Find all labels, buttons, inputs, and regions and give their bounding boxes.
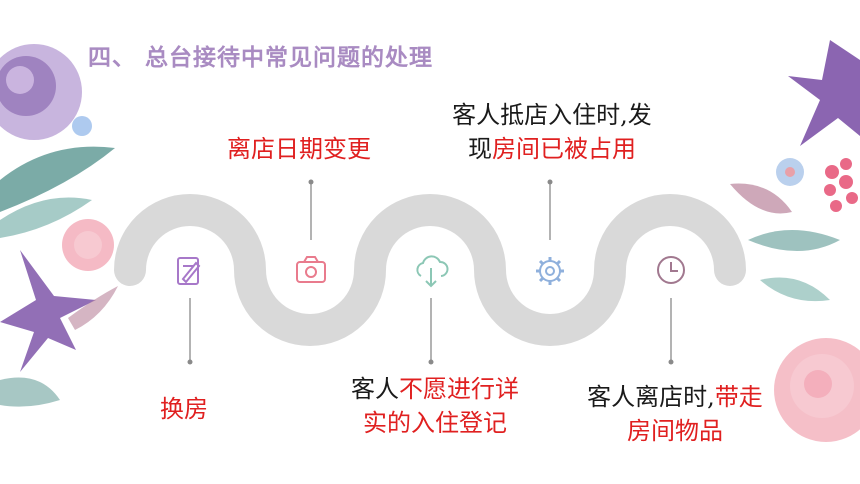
step-label-3: 客人不愿进行详 实的入住登记 <box>351 375 519 437</box>
connector-dots <box>187 179 674 365</box>
step-label-4: 客人抵店入住时,发 现房间已被占用 <box>452 101 652 163</box>
edit-icon <box>177 257 201 285</box>
upload-cloud-icon <box>416 255 449 288</box>
wave-track <box>114 194 746 346</box>
camera-icon <box>296 256 326 283</box>
clock-icon <box>657 256 685 284</box>
step-label-5: 客人离店时,带走 房间物品 <box>587 383 763 445</box>
slide-title: 四、 总台接待中常见问题的处理 <box>88 45 434 71</box>
connector-lines <box>189 182 672 362</box>
floral-decoration-right <box>730 40 860 442</box>
step-label-2: 离店日期变更 <box>227 135 371 163</box>
gear-icon <box>536 257 564 285</box>
floral-decoration-left <box>0 44 118 407</box>
step-label-1: 换房 <box>160 395 208 423</box>
